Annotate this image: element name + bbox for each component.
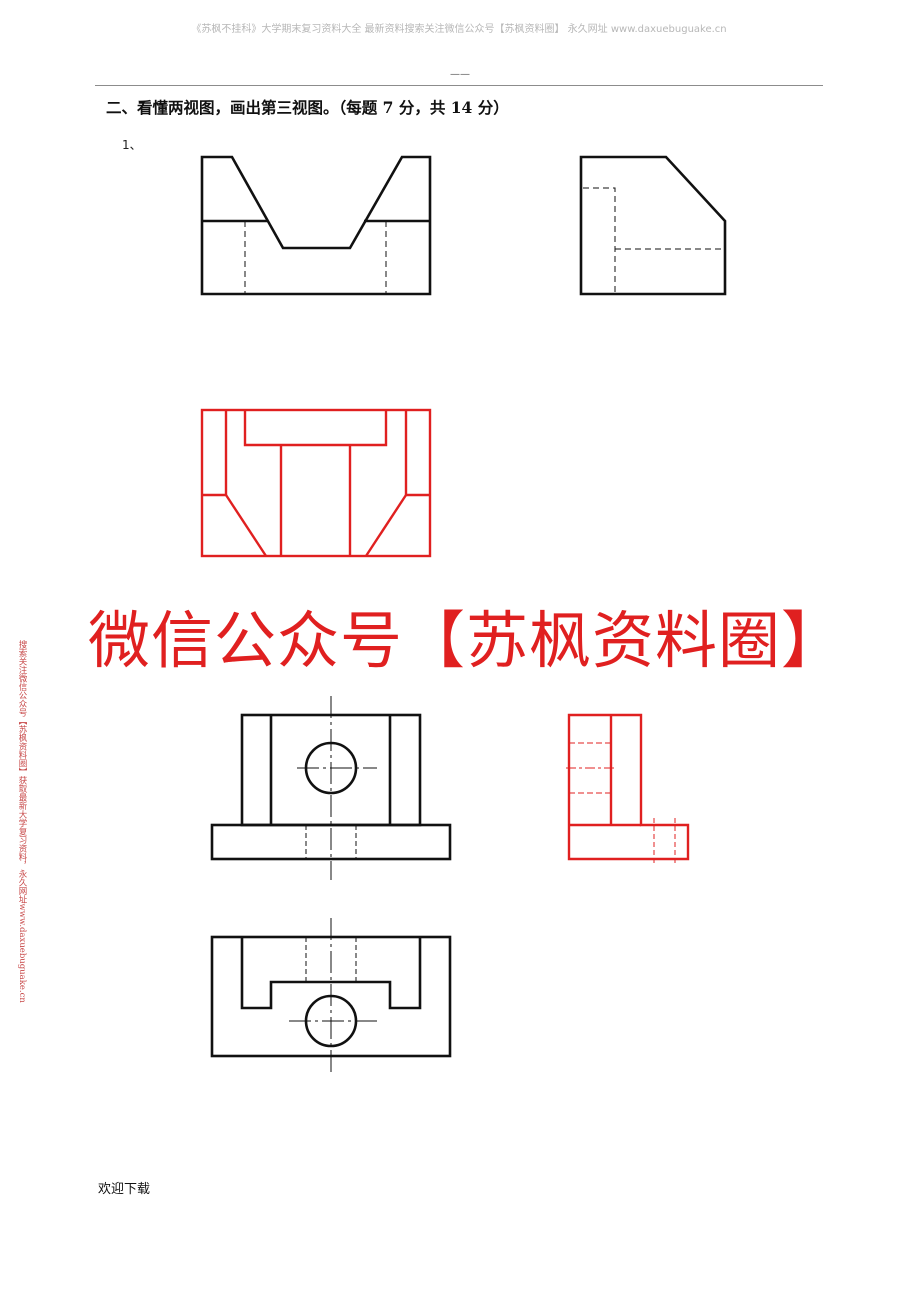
watermark-banner: 微信公众号【苏枫资料圈】 [88,604,845,677]
header-mark: —— [450,69,470,80]
side-watermark-text: 搜索关注微信公众号【苏枫资料圈】获取最新大学复习资料，永久网址www.daxue… [17,640,27,1003]
footer-text: 欢迎下载 [98,1182,151,1197]
section-heading: 二、看懂两视图，画出第三视图。（每题 7 分，共 14 分） [106,98,509,117]
header-rule [95,85,823,86]
problem1-side-view [579,155,727,296]
problem2-answer-side-view [566,713,690,864]
problem1-answer-top-view [200,408,432,558]
problem1-front-view [200,155,432,296]
page-header-text: 《苏枫不挂科》大学期末复习资料大全 最新资料搜索关注微信公众号【苏枫资料圈】 永… [191,24,727,35]
question-number: 1、 [122,138,142,152]
problem2-front-view [210,696,452,880]
problem2-top-view [210,918,452,1074]
